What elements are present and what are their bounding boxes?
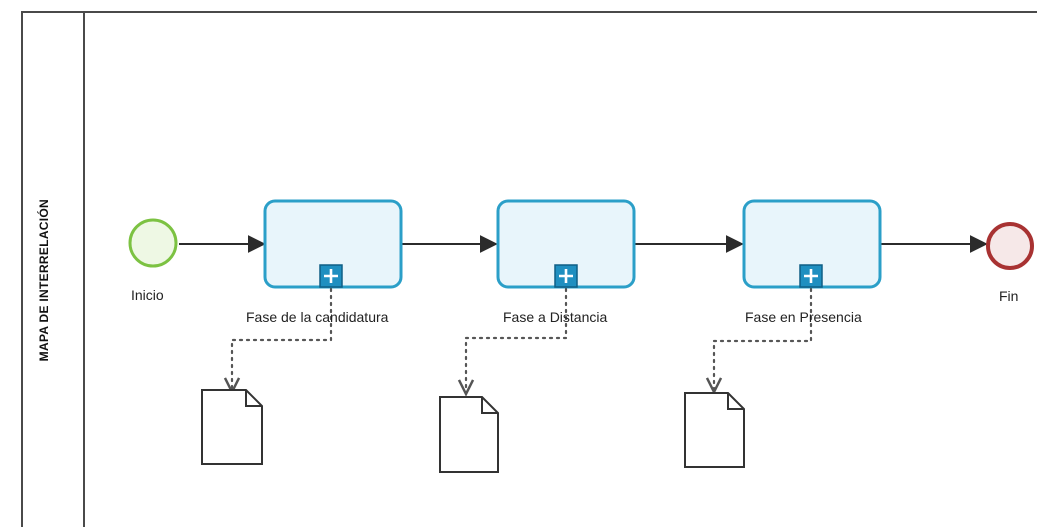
associations [232,287,813,394]
pool-label: MAPA DE INTERRELACIÓN [22,160,66,400]
association-presencia-doc[interactable] [714,287,813,392]
subprocess-label-candidatura: Fase de la candidatura [246,309,389,325]
plus-glyph [559,269,573,283]
start-event-label: Inicio [131,287,164,303]
end-event[interactable] [986,222,1034,270]
document-icon[interactable] [684,392,745,468]
document-icon[interactable] [439,396,499,473]
subprocess-label-distancia: Fase a Distancia [503,309,608,325]
pool-border [21,11,1037,527]
association-candidatura-doc[interactable] [232,287,333,392]
plus-glyph [324,269,338,283]
subprocess-distancia[interactable] [496,199,636,289]
subprocess-candidatura[interactable] [263,199,403,289]
pool-label-text: MAPA DE INTERRELACIÓN [37,198,51,362]
pool [21,11,1037,527]
document-icon[interactable] [201,389,263,465]
end-event-label: Fin [999,288,1019,304]
plus-glyph [804,269,818,283]
association-distancia-doc[interactable] [466,287,568,394]
start-event[interactable] [128,218,178,268]
data-objects [201,389,745,473]
subprocess-presencia[interactable] [742,199,882,289]
subprocess-label-presencia: Fase en Presencia [745,309,862,325]
